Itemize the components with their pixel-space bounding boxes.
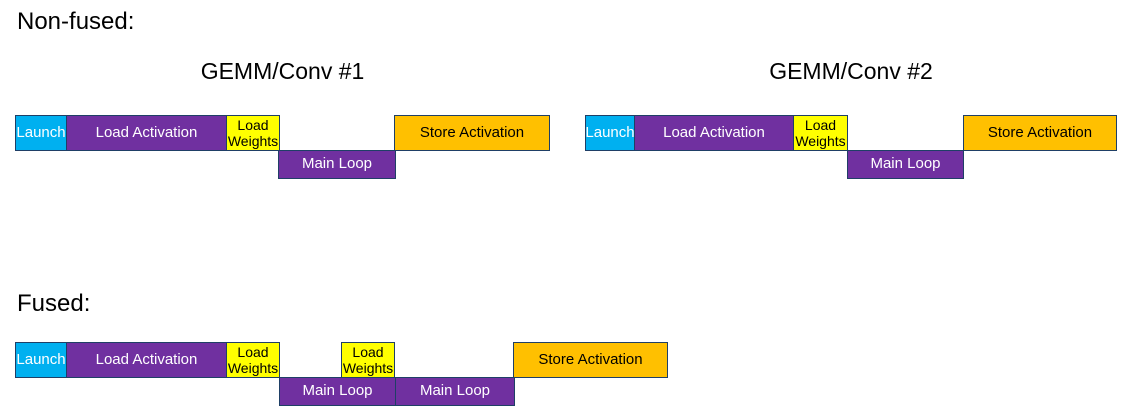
nonfused-section-heading: Non-fused: (17, 8, 135, 35)
fused-store-activation-box: Store Activation (513, 342, 668, 378)
nonfused-gemm1-store-activation-box: Store Activation (394, 115, 550, 151)
fused-load-activation-box: Load Activation (66, 342, 227, 378)
nonfused-gemm1-launch-box: Launch (15, 115, 67, 151)
fused-section-heading: Fused: (17, 290, 91, 317)
nonfused-gemm1-load-activation-box: Load Activation (66, 115, 227, 151)
fused-launch-box: Launch (15, 342, 67, 378)
nonfused-gemm2-main-loop-box: Main Loop (847, 150, 964, 179)
fused-load-weights-1-box: Load Weights (226, 342, 280, 378)
gemm-conv-2-title: GEMM/Conv #2 (769, 58, 933, 84)
nonfused-gemm2-load-activation-box: Load Activation (634, 115, 794, 151)
nonfused-gemm1-main-loop-box: Main Loop (278, 150, 396, 179)
fused-load-weights-2-box: Load Weights (341, 342, 395, 378)
gemm-conv-1-title: GEMM/Conv #1 (200, 58, 365, 84)
fused-main-loop-1-box: Main Loop (279, 377, 396, 406)
nonfused-gemm2-load-weights-box: Load Weights (793, 115, 848, 151)
nonfused-gemm2-launch-box: Launch (585, 115, 635, 151)
nonfused-gemm2-store-activation-box: Store Activation (963, 115, 1117, 151)
nonfused-gemm1-load-weights-box: Load Weights (226, 115, 280, 151)
fused-main-loop-2-box: Main Loop (395, 377, 515, 406)
